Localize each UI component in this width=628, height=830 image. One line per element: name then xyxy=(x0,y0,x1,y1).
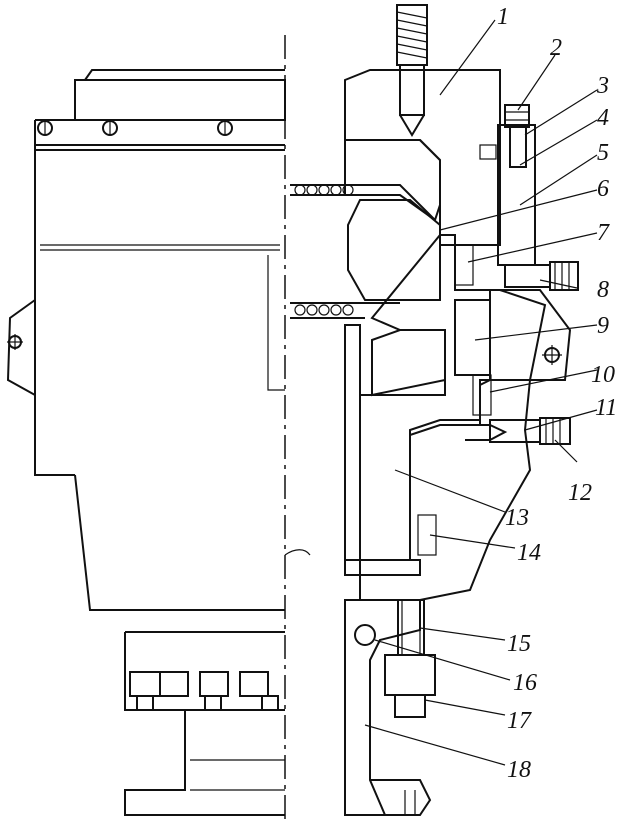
callout-16: 16 xyxy=(513,670,537,696)
seal-rings xyxy=(417,244,492,556)
callout-7: 7 xyxy=(597,220,610,246)
callout-8: 8 xyxy=(597,277,609,303)
fitting-lower xyxy=(465,417,571,445)
callout-1: 1 xyxy=(497,4,509,30)
callout-5: 5 xyxy=(597,140,609,166)
lower-stud xyxy=(384,599,436,718)
callout-10: 10 xyxy=(591,362,615,388)
bead-row-top xyxy=(294,184,354,196)
leader-lines xyxy=(364,19,598,766)
top-stud xyxy=(396,4,428,137)
callout-3: 3 xyxy=(596,73,609,99)
callout-18: 18 xyxy=(507,757,531,783)
section-view xyxy=(290,4,579,816)
o-ring-16 xyxy=(354,624,376,646)
callout-4: 4 xyxy=(597,105,609,131)
external-view xyxy=(6,69,311,816)
callout-14: 14 xyxy=(517,540,541,566)
top-screw xyxy=(479,104,530,168)
side-lug xyxy=(6,299,36,396)
liner-sleeve-13 xyxy=(344,324,361,561)
callout-17: 17 xyxy=(507,708,532,734)
callout-labels: 1 2 3 4 5 6 7 8 9 10 11 12 13 14 15 16 1… xyxy=(497,4,617,783)
callout-15: 15 xyxy=(507,631,531,657)
callout-13: 13 xyxy=(505,505,529,531)
callout-12: 12 xyxy=(568,480,592,506)
fitting-upper xyxy=(504,261,579,291)
packing-element-6 xyxy=(347,199,441,301)
callout-2: 2 xyxy=(550,35,562,61)
clamp-part-5 xyxy=(497,124,536,266)
callout-9: 9 xyxy=(597,313,609,339)
callout-11: 11 xyxy=(595,395,617,421)
bead-row-lower xyxy=(294,304,354,316)
top-bolt-heads xyxy=(37,120,233,136)
flange-bolts xyxy=(129,671,279,711)
callout-6: 6 xyxy=(597,176,609,202)
cover-part-1 xyxy=(344,69,501,246)
